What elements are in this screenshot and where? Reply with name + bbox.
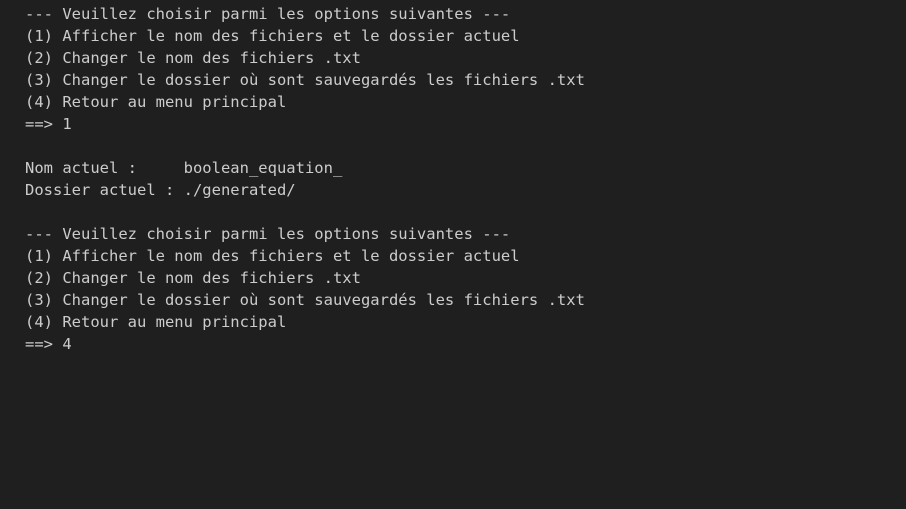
menu-prompt: ==> 1 xyxy=(25,115,72,133)
menu-option-3: (3) Changer le dossier où sont sauvegard… xyxy=(25,291,585,309)
blank-line xyxy=(25,201,906,223)
menu-header: --- Veuillez choisir parmi les options s… xyxy=(25,5,511,23)
menu-option-2: (2) Changer le nom des fichiers .txt xyxy=(25,49,361,67)
menu-prompt: ==> 4 xyxy=(25,335,72,353)
blank-line xyxy=(25,135,906,157)
current-name-line: Nom actuel : boolean_equation_ xyxy=(25,159,343,177)
current-folder-line: Dossier actuel : ./generated/ xyxy=(25,181,296,199)
menu-option-4: (4) Retour au menu principal xyxy=(25,93,287,111)
info-block: Nom actuel : boolean_equation_ Dossier a… xyxy=(25,157,906,201)
menu-header: --- Veuillez choisir parmi les options s… xyxy=(25,225,511,243)
menu-option-2: (2) Changer le nom des fichiers .txt xyxy=(25,269,361,287)
menu-block-1: --- Veuillez choisir parmi les options s… xyxy=(25,3,906,135)
menu-option-3: (3) Changer le dossier où sont sauvegard… xyxy=(25,71,585,89)
menu-option-1: (1) Afficher le nom des fichiers et le d… xyxy=(25,27,520,45)
menu-option-1: (1) Afficher le nom des fichiers et le d… xyxy=(25,247,520,265)
menu-option-4: (4) Retour au menu principal xyxy=(25,313,287,331)
menu-block-2: --- Veuillez choisir parmi les options s… xyxy=(25,223,906,355)
